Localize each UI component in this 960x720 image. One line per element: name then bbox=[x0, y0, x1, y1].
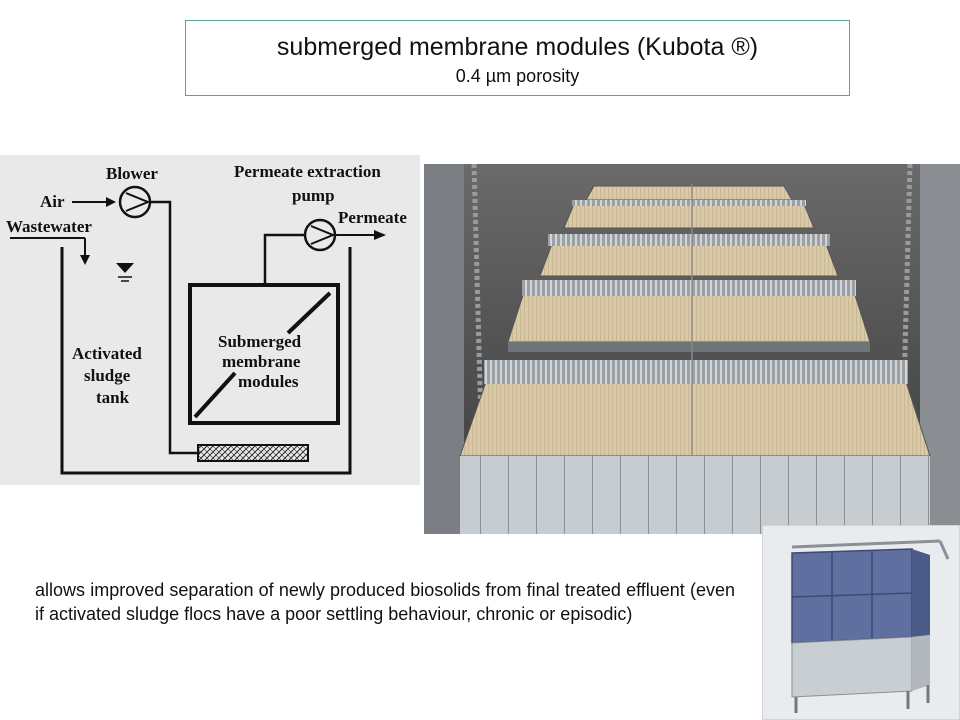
title-box: submerged membrane modules (Kubota ®) 0.… bbox=[185, 20, 850, 96]
caption-text: allows improved separation of newly prod… bbox=[35, 580, 735, 624]
module-row-1 bbox=[459, 360, 931, 534]
label-pump: pump bbox=[292, 186, 335, 205]
diffuser bbox=[197, 444, 309, 462]
label-wastewater: Wastewater bbox=[6, 217, 92, 236]
label-submerged: Submerged bbox=[218, 332, 302, 351]
water-level-icon bbox=[116, 263, 134, 273]
label-activated: Activated bbox=[72, 344, 142, 363]
kubota-module-unit-photo bbox=[762, 525, 960, 720]
label-permeate-extraction: Permeate extraction bbox=[234, 162, 381, 181]
label-modules: modules bbox=[238, 372, 299, 391]
slide-title: submerged membrane modules (Kubota ®) bbox=[276, 33, 759, 61]
tank-outline bbox=[60, 247, 352, 475]
mbr-schematic-diagram: Blower Air Wastewater Permeate extractio… bbox=[0, 155, 420, 485]
module-row-2 bbox=[507, 280, 871, 352]
label-permeate: Permeate bbox=[338, 208, 407, 227]
slide-subtitle: 0.4 µm porosity bbox=[455, 66, 580, 86]
module-row-3 bbox=[539, 234, 839, 277]
label-tank: tank bbox=[96, 388, 130, 407]
label-membrane: membrane bbox=[222, 352, 301, 371]
membrane-installation-photo bbox=[424, 164, 960, 534]
label-air: Air bbox=[40, 192, 65, 211]
label-sludge: sludge bbox=[84, 366, 131, 385]
module-row-4 bbox=[563, 200, 815, 229]
module-row-5 bbox=[585, 185, 793, 201]
label-blower: Blower bbox=[106, 164, 158, 183]
